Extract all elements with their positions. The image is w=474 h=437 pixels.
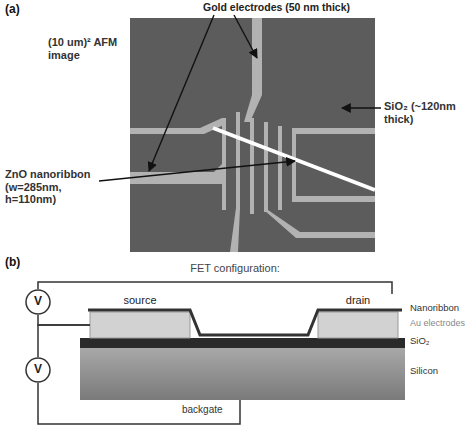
callout-label: (10 um)² AFM image xyxy=(48,36,128,61)
nanoribbon xyxy=(213,128,375,190)
configuration-title: FET configuration: xyxy=(160,262,310,275)
circuit-wire xyxy=(38,325,90,357)
panel-letter: (b) xyxy=(5,256,35,270)
layer-label: Au electrodes xyxy=(410,318,472,328)
circuit-wire xyxy=(38,282,392,294)
callout-label: Gold electrodes (50 nm thick) xyxy=(203,1,403,13)
layer-label: Nanoribbon xyxy=(410,303,472,314)
layer-label: Silicon xyxy=(410,366,472,377)
afm-image xyxy=(130,18,375,252)
callout-label: ZnO nanoribbon (w=285nm, h=110nm) xyxy=(5,168,97,206)
drain-electrode: drain xyxy=(318,294,398,338)
layer-label: SiO₂ xyxy=(410,336,472,347)
source-electrode xyxy=(90,312,190,338)
oxide-layer xyxy=(80,338,405,348)
circuit-wire xyxy=(38,315,90,325)
silicon-layer xyxy=(80,348,405,400)
nanoribbon-section xyxy=(88,310,402,335)
electrode-label: source xyxy=(123,294,156,306)
voltage-source: V xyxy=(25,289,51,315)
leader-lines xyxy=(99,15,381,181)
gold-electrodes xyxy=(130,18,375,252)
terminal-label: backgate xyxy=(182,404,237,416)
callout-label: SiO₂ (~120nm thick) xyxy=(384,100,472,125)
voltage-source: V xyxy=(25,357,51,383)
voltage-symbol: V xyxy=(34,363,42,376)
drain-electrode xyxy=(318,312,398,338)
source-electrode: source xyxy=(90,294,190,338)
electrode-label: drain xyxy=(346,294,370,306)
backgate-wire xyxy=(38,383,240,424)
panel-letter: (a) xyxy=(5,3,35,17)
voltage-symbol: V xyxy=(34,295,42,308)
